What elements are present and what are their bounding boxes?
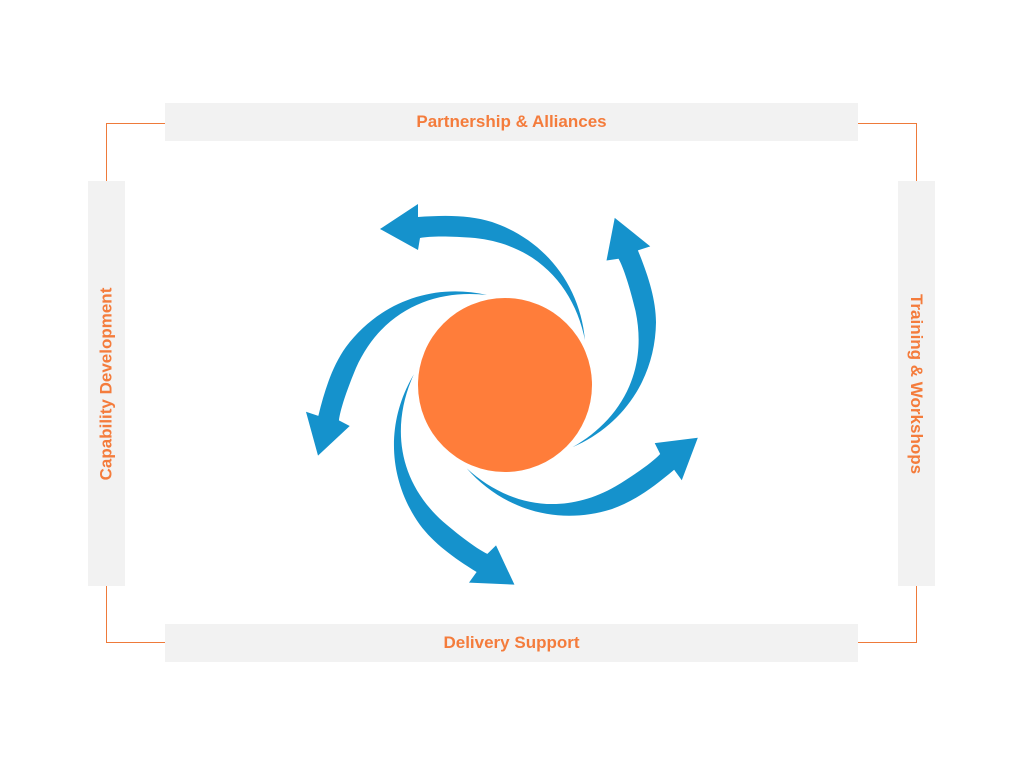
frame-line-right-lower (916, 586, 917, 643)
frame-line-right-upper (916, 123, 917, 181)
label-bar-bottom: Delivery Support (165, 624, 858, 662)
center-circle (418, 298, 592, 472)
swirl-arrows (305, 204, 698, 585)
frame-line-left-lower (106, 586, 107, 643)
label-delivery-support: Delivery Support (443, 633, 580, 652)
label-bar-top: Partnership & Alliances (165, 103, 858, 141)
frame-line-top-left (106, 123, 165, 124)
label-bar-right: Training & Workshops (898, 181, 935, 586)
frame-line-bottom-left (106, 642, 165, 643)
frame-line-left-upper (106, 123, 107, 181)
label-bar-left: Capability Development (88, 181, 125, 586)
swirl-arrow-1 (380, 204, 585, 340)
swirl-arrow-5 (572, 217, 657, 448)
swirl-arrow-4 (466, 437, 698, 516)
frame-line-bottom-right (858, 642, 917, 643)
swirl-arrow-2 (305, 291, 487, 456)
label-partnership-alliances: Partnership & Alliances (416, 112, 607, 131)
frame-line-top-right (858, 123, 917, 124)
swirl-arrow-3 (393, 374, 515, 585)
